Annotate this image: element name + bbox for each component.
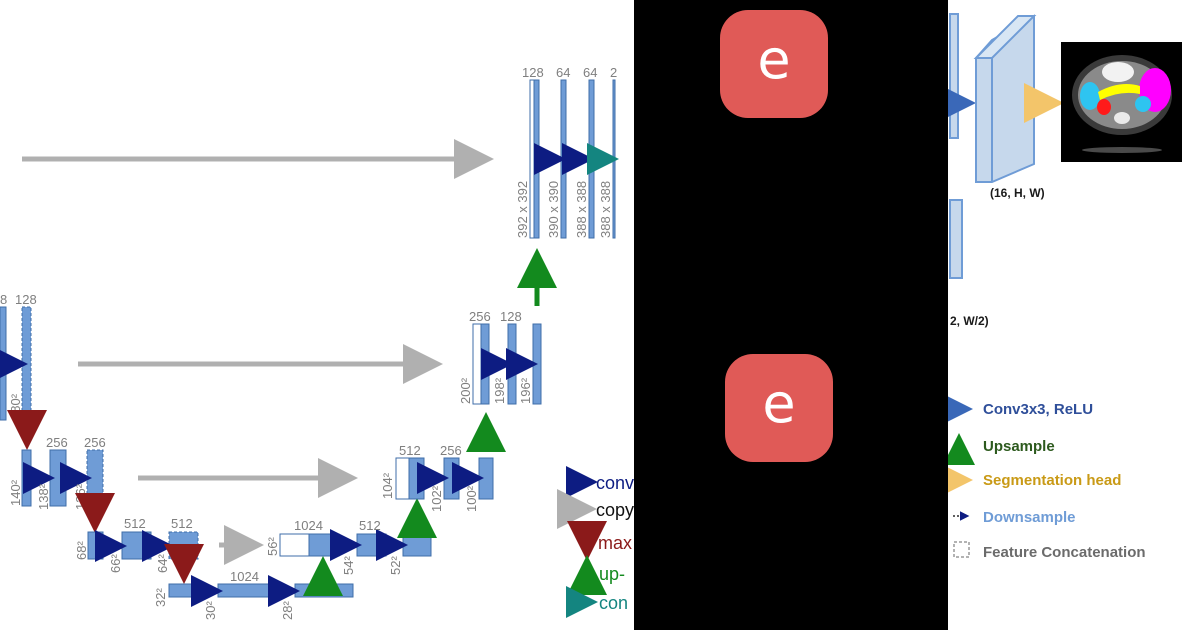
block-dec1-b <box>560 79 567 239</box>
legend-seg-head-label: Segmentation head <box>983 472 1121 489</box>
legend-conv-relu-label: Conv3x3, ReLU <box>983 401 1093 418</box>
legend-upsample-label: Upsample <box>983 438 1055 455</box>
segmentation-output-image <box>1061 42 1182 162</box>
block-dec1-up <box>533 79 540 239</box>
size-label: 200² <box>458 377 473 404</box>
size-label: 102² <box>429 485 444 512</box>
block-dec4-up <box>308 533 340 557</box>
block-dec2-up <box>480 323 490 405</box>
channel-label: 512 <box>124 516 146 531</box>
size-label: 136² <box>73 483 88 510</box>
block-dec3-c <box>478 457 494 500</box>
feature-map-dims-half: 2, W/2) <box>950 314 989 328</box>
block-enc4-c <box>168 531 199 560</box>
size-label: 52² <box>388 556 403 575</box>
feature-map-dims: (16, H, W) <box>990 186 1045 200</box>
block-dec2-copy <box>472 323 482 405</box>
size-label: 54² <box>341 556 356 575</box>
block-bottleneck-c <box>294 583 354 598</box>
channel-label: 256 <box>440 443 462 458</box>
block-enc3-b <box>49 449 67 507</box>
channel-label: 1024 <box>230 569 259 584</box>
channel-label: 2 <box>610 65 617 80</box>
channel-label: 64 <box>583 65 597 80</box>
block-enc2-b <box>21 306 32 421</box>
size-label: 30² <box>203 601 218 620</box>
channel-label: 512 <box>171 516 193 531</box>
channel-label: 256 <box>46 435 68 450</box>
block-dec3-up <box>408 457 425 500</box>
size-label: 68² <box>74 541 89 560</box>
channel-label: 128 <box>522 65 544 80</box>
size-label: 140² <box>8 479 23 506</box>
legend-downsample-label: Downsample <box>983 509 1076 526</box>
block-dec4-c <box>402 533 432 557</box>
channel-label: 64 <box>556 65 570 80</box>
block-dec3-copy <box>395 457 410 500</box>
legend-max-label: max <box>598 533 632 553</box>
size-label: 56² <box>265 537 280 556</box>
legend-concat-label: Feature Concatenation <box>983 544 1146 561</box>
size-label: 388 x 388 <box>574 181 589 238</box>
size-label: 28² <box>280 601 295 620</box>
channel-label: 512 <box>399 443 421 458</box>
block-bottleneck-b <box>217 583 277 598</box>
block-dec4-b <box>356 533 387 557</box>
channel-label: 256 <box>84 435 106 450</box>
size-label: 64² <box>155 554 170 573</box>
channel-label: 1024 <box>294 518 323 533</box>
channel-label: 256 <box>469 309 491 324</box>
size-label: 138² <box>36 483 51 510</box>
size-label: 280² <box>8 393 23 420</box>
channel-label: 8 <box>0 292 7 307</box>
channel-label: 128 <box>15 292 37 307</box>
block-dec1-copy <box>529 79 535 239</box>
size-label: 32² <box>153 588 168 607</box>
feature-map-block-top <box>973 15 1037 59</box>
size-label: 198² <box>492 377 507 404</box>
right-block-edge <box>949 13 959 139</box>
size-label: 392 x 392 <box>515 181 530 238</box>
block-dec3-b <box>443 457 460 500</box>
block-enc3-a <box>21 449 32 507</box>
block-dec2-c <box>532 323 542 405</box>
legend-con-label: con <box>599 593 628 613</box>
block-enc4-b <box>121 531 152 560</box>
overlay-panel: e e <box>634 0 948 630</box>
size-label: 104² <box>380 472 395 499</box>
size-label: 388 x 388 <box>598 181 613 238</box>
legend-copy-label: copy <box>596 500 634 520</box>
block-dec2-b <box>507 323 517 405</box>
block-enc2-a <box>0 306 7 421</box>
block-dec1-c <box>588 79 595 239</box>
legend-conv-label: conv <box>596 473 634 493</box>
size-label: 66² <box>108 554 123 573</box>
size-label: 390 x 390 <box>546 181 561 238</box>
block-bottleneck-a <box>168 583 199 598</box>
block-enc3-c <box>86 449 104 507</box>
app-badge-top[interactable]: e <box>720 10 828 118</box>
channel-label: 512 <box>359 518 381 533</box>
block-dec4-copy <box>279 533 310 557</box>
size-label: 100² <box>464 485 479 512</box>
block-output <box>612 79 616 239</box>
right-block-small <box>949 199 963 279</box>
legend-up-label: up- <box>599 564 625 584</box>
channel-label: 128 <box>500 309 522 324</box>
legend-concat-icon <box>953 541 970 558</box>
block-enc4-a <box>87 531 104 560</box>
size-label: 196² <box>518 377 533 404</box>
app-badge-bottom[interactable]: e <box>725 354 833 462</box>
